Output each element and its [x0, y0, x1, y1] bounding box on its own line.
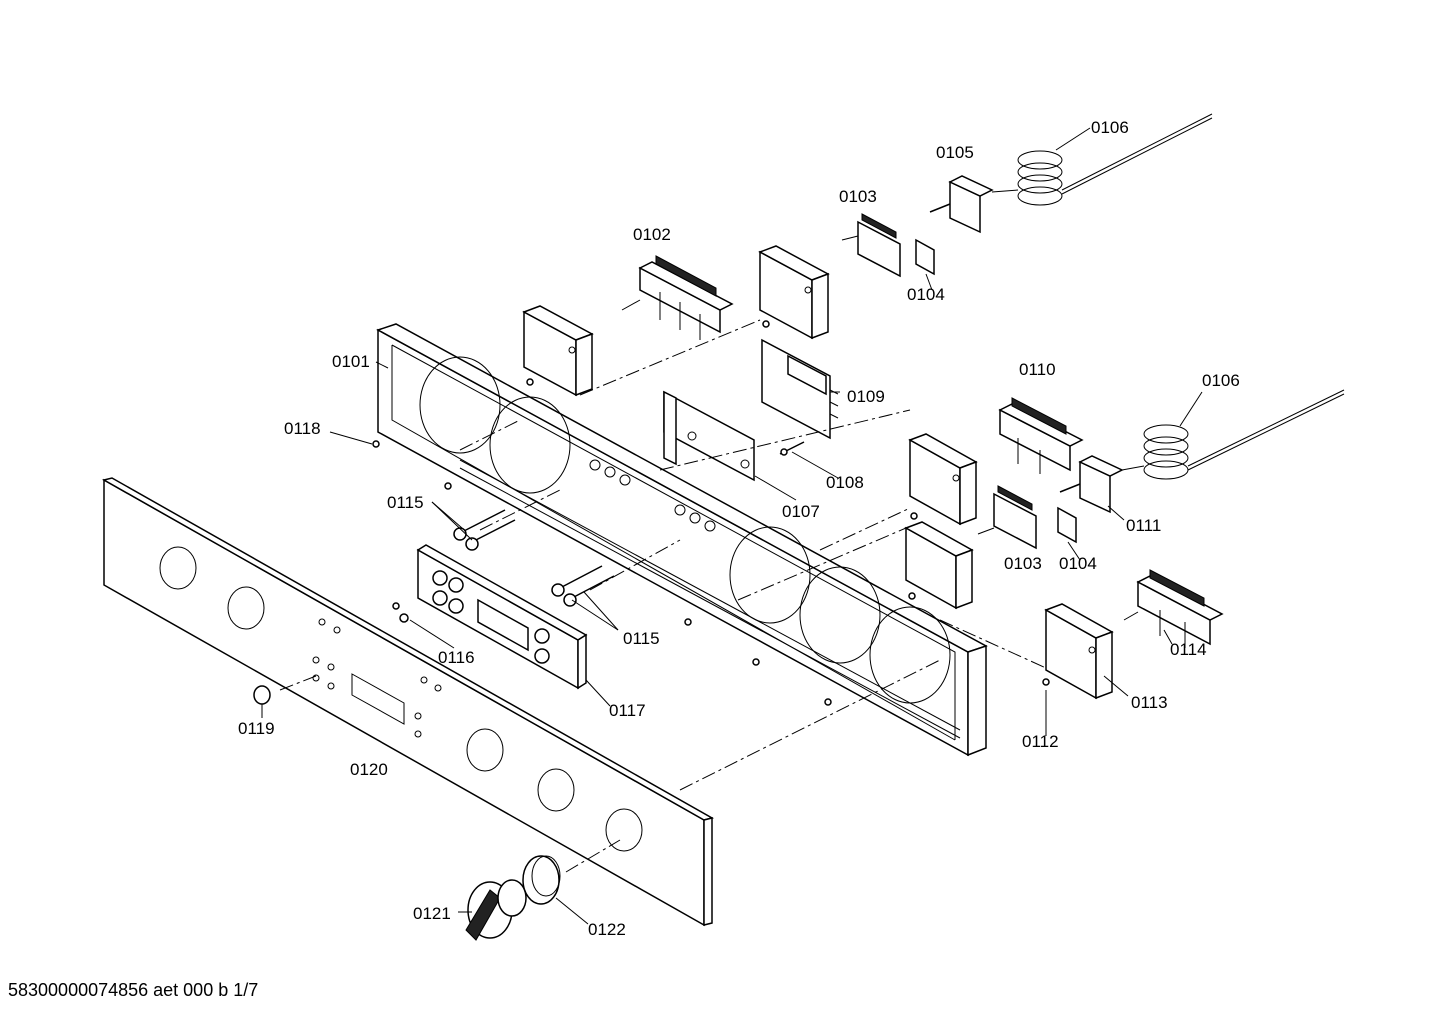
- switch-0103-upper: [841, 213, 901, 278]
- label-0115-lower: 0115: [623, 629, 660, 648]
- bracket-plate-0107: [663, 390, 755, 482]
- lamp-fittings-0115-right: [551, 565, 615, 607]
- bracket-lower-right: [904, 521, 974, 610]
- document-id: 58300000074856 aet 000 b 1/7: [8, 980, 259, 1000]
- display-module-0117: [416, 544, 588, 690]
- label-0121: 0121: [413, 904, 451, 923]
- circuit-board-0109: [761, 338, 839, 440]
- bracket-mid-right: [908, 433, 978, 526]
- label-0103-upper: 0103: [839, 187, 877, 206]
- ring-0122: [522, 855, 561, 905]
- label-0105: 0105: [936, 143, 974, 162]
- clip-0104-lower: [1057, 506, 1077, 544]
- switch-0103-lower: [977, 485, 1037, 550]
- label-0108: 0108: [826, 473, 864, 492]
- label-0102: 0102: [633, 225, 671, 244]
- pin-0116: [399, 613, 409, 623]
- leader-lines: [261, 127, 1203, 925]
- label-0109: 0109: [847, 387, 885, 406]
- capillary-sensor-0106-upper: [991, 113, 1213, 206]
- label-0104-upper: 0104: [907, 285, 945, 304]
- thermostat-0105: [929, 175, 994, 234]
- label-0114: 0114: [1170, 640, 1207, 659]
- connector-0108: [779, 441, 805, 456]
- bracket-0113: [1044, 603, 1114, 700]
- front-panel-0120: [101, 477, 715, 927]
- label-0110: 0110: [1019, 360, 1056, 379]
- switch-0114: [1123, 569, 1224, 648]
- bracket-upper-right: [758, 245, 830, 340]
- label-0122: 0122: [588, 920, 626, 939]
- lamp-fittings-0115-left: [453, 509, 516, 551]
- switch-0102: [621, 255, 734, 340]
- label-0103-lower: 0103: [1004, 554, 1042, 573]
- label-0117: 0117: [609, 701, 646, 720]
- label-0101: 0101: [332, 352, 370, 371]
- label-0104-lower: 0104: [1059, 554, 1097, 573]
- screws: [372, 320, 1050, 706]
- label-0120: 0120: [350, 760, 388, 779]
- label-0106-lower: 0106: [1202, 371, 1240, 390]
- label-0113: 0113: [1131, 693, 1168, 712]
- bracket-upper-left: [522, 305, 594, 397]
- label-0107: 0107: [782, 502, 820, 521]
- knob-0121: [465, 879, 527, 941]
- label-0112: 0112: [1022, 732, 1059, 751]
- alignment-lines: [279, 319, 1047, 873]
- switch-0110: [998, 397, 1084, 474]
- label-0119: 0119: [238, 719, 275, 738]
- label-0118: 0118: [284, 419, 321, 438]
- label-0106-upper: 0106: [1091, 118, 1129, 137]
- label-0111: 0111: [1126, 516, 1161, 535]
- part-labels: 0101 0102 0103 0103 0104 0104 0105 0106 …: [238, 118, 1240, 939]
- label-0115-upper: 0115: [387, 493, 424, 512]
- label-0116: 0116: [438, 648, 475, 667]
- clip-0104-upper: [915, 238, 935, 276]
- button-0119: [253, 685, 271, 705]
- control-frame-0101: [376, 323, 988, 757]
- capillary-sensor-0106-lower: [1121, 389, 1345, 480]
